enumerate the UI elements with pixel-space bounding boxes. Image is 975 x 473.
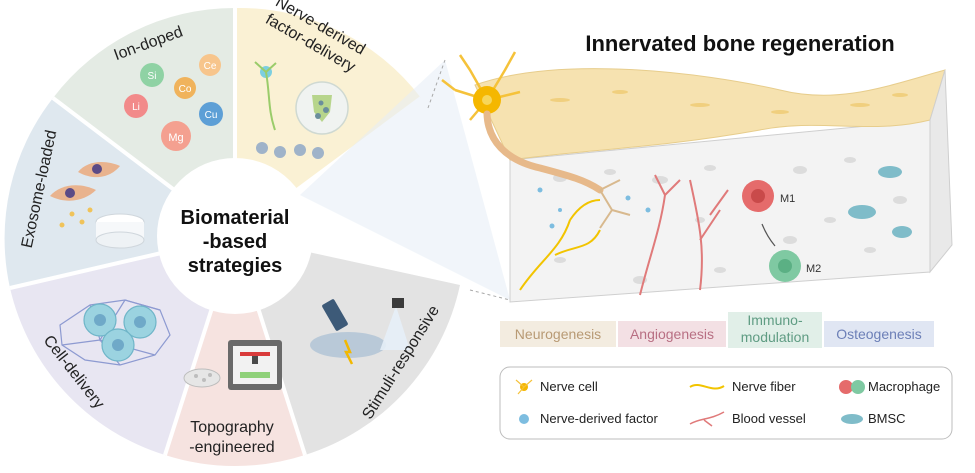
bmsc-icon xyxy=(841,414,863,424)
legend-label-nerve-cell: Nerve cell xyxy=(540,379,598,394)
macrophage-m2: M2 xyxy=(769,250,821,282)
nerve-cell-icon xyxy=(515,379,533,395)
ion-label-li: Li xyxy=(132,102,140,113)
macrophage-icon xyxy=(839,380,865,394)
legend-label-macrophage: Macrophage xyxy=(868,379,940,394)
process-label-immuno-line2: modulation xyxy=(741,329,810,345)
cell-network-illustration xyxy=(59,299,171,366)
ion-label-mg: Mg xyxy=(168,132,183,144)
printer-illustration xyxy=(183,340,282,390)
stimuli-device-illustration xyxy=(310,298,410,365)
process-bg-osteogenesis xyxy=(824,321,934,347)
center-title-line2: -based xyxy=(203,231,267,253)
ion-label-si: Si xyxy=(148,71,157,82)
process-label-angiogenesis: Angiogenesis xyxy=(630,326,714,342)
neuron-illustration xyxy=(441,51,631,229)
segment-label-topography-line1: Topography xyxy=(190,419,274,436)
segment-label-topography-line2: -engineered xyxy=(189,439,274,456)
legend-label-blood-vessel: Blood vessel xyxy=(732,411,806,426)
nerve-fiber-lines xyxy=(519,199,601,291)
segment-label-topography: Topography -engineered xyxy=(189,419,274,456)
process-bg-angiogenesis xyxy=(618,321,726,347)
blood-vessel-icon xyxy=(689,411,725,427)
projection-fan xyxy=(300,60,510,300)
macrophage-m1-label: M1 xyxy=(780,193,795,205)
legend-label-bmsc: BMSC xyxy=(868,411,906,426)
macrophage-m1: M1 xyxy=(742,180,795,212)
process-bg-neurogenesis xyxy=(500,321,616,347)
process-label-osteogenesis: Osteogenesis xyxy=(836,326,922,342)
center-title-line1: Biomaterial xyxy=(181,207,290,229)
wheel-center-circle xyxy=(157,158,313,314)
macrophage-m2-label: M2 xyxy=(806,263,821,275)
ion-label-cu: Cu xyxy=(205,110,218,121)
bone-block xyxy=(474,68,953,303)
neuron-vesicle-illustration xyxy=(254,61,349,159)
blood-vessel-lines xyxy=(639,174,729,296)
nerve-derived-factor-icon xyxy=(519,414,529,424)
bmsc-cells xyxy=(848,166,912,238)
process-label-immuno-line1: Immuno- xyxy=(747,312,803,328)
nerve-factor-dots xyxy=(537,187,651,229)
ion-label-ce: Ce xyxy=(204,61,217,72)
polarization-arrow xyxy=(761,223,776,247)
legend-label-nerve-derived-factor: Nerve-derived factor xyxy=(540,411,658,426)
process-label-neurogenesis: Neurogenesis xyxy=(515,326,601,342)
ion-label-co: Co xyxy=(179,84,192,95)
process-labels: Neurogenesis Angiogenesis Immuno- modula… xyxy=(500,312,934,348)
center-title-line3: strategies xyxy=(188,255,283,277)
panel-title: Innervated bone regeneration xyxy=(585,31,894,56)
legend-box xyxy=(499,366,953,440)
process-bg-immunomodulation xyxy=(728,312,822,348)
ion-spheres-illustration: Si Ce Co Li Cu Mg xyxy=(124,54,223,151)
legend-label-nerve-fiber: Nerve fiber xyxy=(732,379,796,394)
strategy-wheel: Si Ce Co Li Cu Mg xyxy=(4,0,460,467)
legend: Nerve cell Nerve fiber Macrophage Nerve-… xyxy=(499,366,953,440)
nerve-fiber-icon xyxy=(689,384,725,390)
exosome-cells-illustration xyxy=(50,162,145,249)
